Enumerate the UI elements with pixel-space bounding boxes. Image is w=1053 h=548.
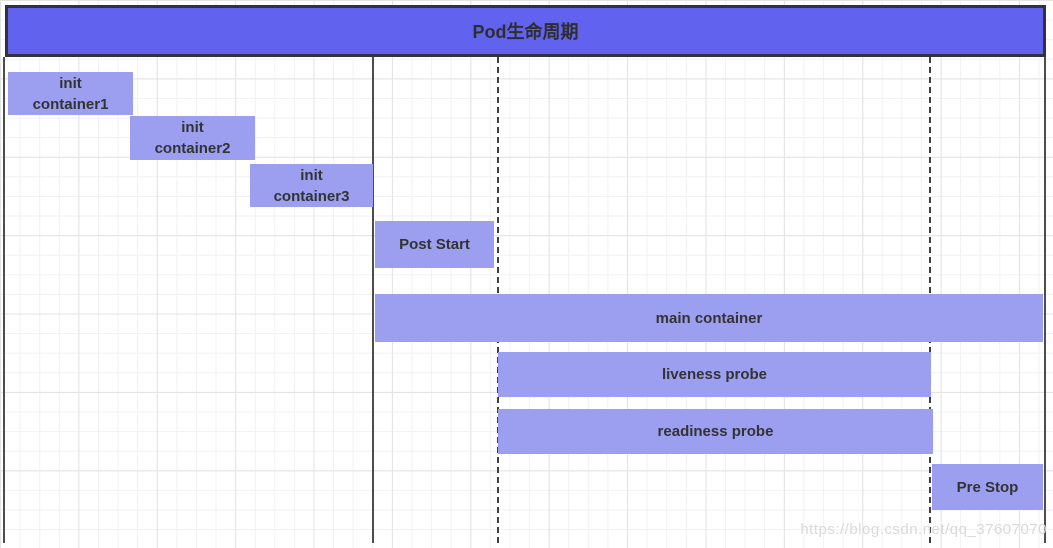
bar-pre-stop: Pre Stop [932,464,1043,510]
bar-init-container2: init container2 [130,116,255,160]
timeline-main-start-line [372,57,374,543]
timeline-right-boundary-line [1044,57,1046,543]
bar-main-container: main container [375,294,1043,342]
bar-post-start: Post Start [375,221,494,268]
timeline-left-boundary-line [3,57,5,543]
csdn-watermark: https://blog.csdn.net/qq_37607070 [800,521,1047,538]
bar-init-container3: init container3 [250,164,373,207]
bar-readiness-probe: readiness probe [498,409,933,454]
diagram-title-bar: Pod生命周期 [5,5,1046,57]
bar-liveness-probe: liveness probe [498,352,931,397]
bar-init-container1: init container1 [8,72,133,115]
diagram-title: Pod生命周期 [472,22,579,42]
